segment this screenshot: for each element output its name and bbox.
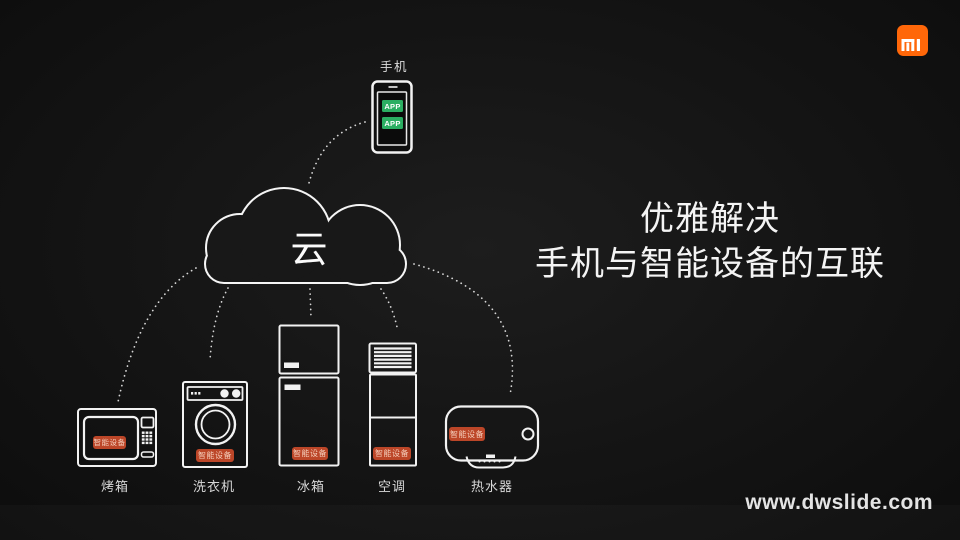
heater-dial <box>521 427 535 441</box>
fridge-bottom-door <box>278 376 340 467</box>
device-name-heater: 热水器 <box>470 479 514 494</box>
device-name-ac: 空调 <box>377 479 407 494</box>
oven-icon <box>77 408 157 467</box>
link-cloud-heater <box>413 263 514 396</box>
smart-device-badge-washer: 智能设备 <box>196 449 234 462</box>
app-button-1[interactable]: APP <box>382 100 403 112</box>
oven-display <box>140 416 155 429</box>
smart-device-badge-oven: 智能设备 <box>93 436 126 449</box>
device-name-fridge: 冰箱 <box>296 479 326 494</box>
heater-control-panel <box>465 456 517 469</box>
heater-tank <box>444 405 540 462</box>
mi-glyph <box>901 39 920 51</box>
cloud-label: 云 <box>290 229 328 270</box>
device-name-oven: 烤箱 <box>100 479 130 494</box>
smart-device-badge-ac: 智能设备 <box>373 447 411 460</box>
ac-body <box>369 373 417 467</box>
cloud-icon <box>204 187 407 286</box>
phone-label: 手机 <box>379 60 409 74</box>
refrigerator-icon <box>278 324 340 467</box>
link-cloud-washer <box>209 287 229 361</box>
app-button-2[interactable]: APP <box>382 117 403 129</box>
smart-device-badge-fridge: 智能设备 <box>292 447 328 460</box>
link-cloud-ac <box>380 288 398 328</box>
title-line-1: 优雅解决 <box>640 200 780 238</box>
ac-vent <box>368 342 417 374</box>
air-conditioner-icon <box>368 342 417 467</box>
fridge-top-door <box>278 324 340 375</box>
xiaomi-mi-logo-icon <box>897 25 928 56</box>
oven-handle <box>140 451 155 458</box>
link-cloud-oven <box>117 267 197 403</box>
title-line-2: 手机与智能设备的互联 <box>535 245 885 283</box>
link-cloud-fridge <box>309 288 312 319</box>
water-heater-icon <box>444 405 540 469</box>
link-cloud-phone <box>308 121 366 184</box>
device-name-washer: 洗衣机 <box>192 479 236 494</box>
oven-keypad <box>141 431 153 445</box>
slide-title: 优雅解决 手机与智能设备的互联 <box>505 197 915 287</box>
oven-door <box>82 415 140 461</box>
smart-device-badge-heater: 智能设备 <box>449 427 485 441</box>
washer-panel <box>186 386 244 401</box>
washer-drum <box>194 403 237 446</box>
washing-machine-icon <box>182 381 248 468</box>
watermark: www.dwslide.com <box>745 491 933 514</box>
